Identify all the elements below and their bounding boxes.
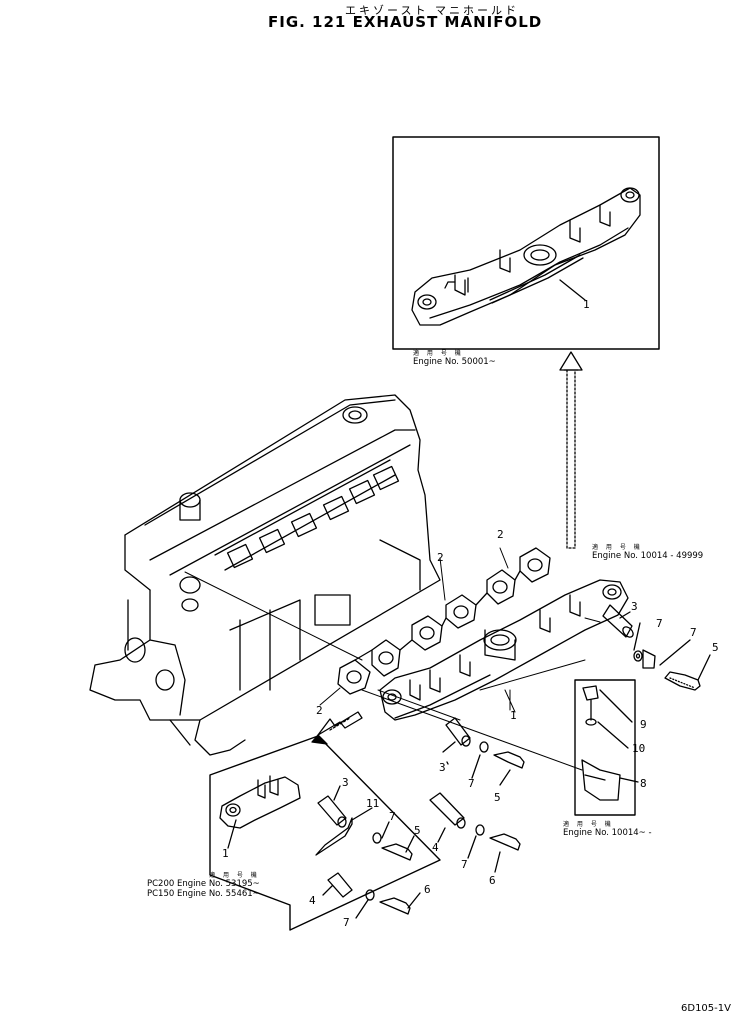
callout-9: 9 xyxy=(640,718,647,731)
right-fittings xyxy=(602,604,711,691)
lower-detail-box xyxy=(209,735,441,931)
note-upper-text: Engine No. 50001~ xyxy=(413,356,496,367)
callout-3-left: 3 xyxy=(342,776,349,789)
note-right-japanese: 適 用 号 機 xyxy=(592,544,643,551)
note-right-text: Engine No. 10014 - 49999 xyxy=(592,550,704,561)
callout-6-center: 6 xyxy=(489,874,496,887)
callout-5-center: 5 xyxy=(494,791,501,804)
note-lower-line2: PC150 Engine No. 55461~ xyxy=(147,888,260,899)
callout-7-left-a: 7 xyxy=(389,810,396,823)
figure-title-japanese: エキゾースト マニホールド xyxy=(345,4,519,17)
callout-8: 8 xyxy=(640,777,647,790)
callout-1-left: 1 xyxy=(222,847,229,860)
exhaust-ports xyxy=(226,465,400,569)
callout-4-left: 4 xyxy=(309,894,316,907)
callout-10: 10 xyxy=(632,742,646,755)
note-right: 適 用 号 機 Engine No. 10014 - 49999 xyxy=(592,544,704,562)
note-upper: 適 用 号 機 Engine No. 50001~ xyxy=(413,350,496,368)
callout-7-left-b: 7 xyxy=(343,916,350,929)
arrow-down-left-icon xyxy=(311,711,363,745)
center-fittings xyxy=(429,717,525,873)
note-upper-japanese: 適 用 号 機 xyxy=(413,350,464,357)
callout-1-upper: 1 xyxy=(583,298,590,311)
callout-7-right-a: 7 xyxy=(656,617,663,630)
note-bracket-text: Engine No. 10014~ - xyxy=(563,827,652,838)
callout-7-center-a: 7 xyxy=(468,777,475,790)
bracket-detail-box xyxy=(574,679,639,816)
engine-block-drawing xyxy=(89,394,441,756)
note-bracket: 適 用 号 機 Engine No. 10014~ - xyxy=(563,821,652,839)
callout-5-left: 5 xyxy=(414,824,421,837)
callout-1-middle: 1 xyxy=(510,709,517,722)
manifold-main-drawing xyxy=(379,579,629,721)
arrow-up-icon xyxy=(559,351,583,549)
note-lower: 適 用 号 機 PC200 Engine No. 53195~ PC150 En… xyxy=(147,872,260,899)
callout-7-right-b: 7 xyxy=(690,626,697,639)
callout-7-center-b: 7 xyxy=(461,858,468,871)
callout-2-right: 2 xyxy=(497,528,504,541)
callout-4-center: 4 xyxy=(432,841,439,854)
drawing-code: 6D105-1V xyxy=(681,1003,731,1014)
manifold-short-drawing xyxy=(219,775,301,829)
figure-title: FIG. 121 EXHAUST MANIFOLD xyxy=(268,13,543,31)
callout-6-left: 6 xyxy=(424,883,431,896)
note-bracket-japanese: 適 用 号 機 xyxy=(563,821,614,828)
callout-11: 11 xyxy=(366,797,380,810)
callout-2-left: 2 xyxy=(316,704,323,717)
callout-3-right: 3 xyxy=(631,600,638,613)
callout-2-middle: 2 xyxy=(437,551,444,564)
gasket-drawings xyxy=(337,547,551,695)
leader-lines xyxy=(184,547,601,771)
manifold-alternate-drawing xyxy=(411,187,641,326)
upper-detail-box xyxy=(392,136,660,350)
note-lower-japanese: 適 用 号 機 xyxy=(209,872,260,879)
callout-3-center: 3 xyxy=(439,761,446,774)
callout-5-right: 5 xyxy=(712,641,719,654)
note-lower-line1: PC200 Engine No. 53195~ xyxy=(147,878,260,889)
